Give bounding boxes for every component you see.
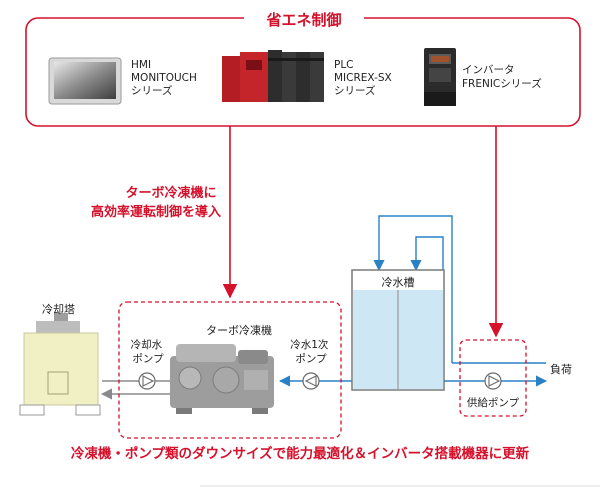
piping <box>100 215 548 400</box>
primary-pump-icon <box>302 372 320 390</box>
supply-pump-dashed-box <box>459 339 527 417</box>
cooling-tower-label: 冷却塔 <box>42 303 75 316</box>
hmi-label: HMI MONITOUCH シリーズ <box>131 59 200 97</box>
plc-label: PLC MICREX-SX シリーズ <box>334 59 395 97</box>
load-label: 負荷 <box>550 363 572 376</box>
turbo-chiller-label: ターボ冷凍機 <box>206 323 272 337</box>
inverter-label: インバータ FRENICシリーズ <box>462 64 542 90</box>
footer-text: 冷凍機・ポンプ類のダウンサイズで能力最適化＆インバータ搭載機器に更新 <box>71 445 530 462</box>
supply-pump-label: 供給ポンプ <box>467 396 520 409</box>
cold-water-tank-label: 冷水槽 <box>382 276 415 289</box>
cooling-water-pump-icon <box>138 372 156 390</box>
turbo-chiller <box>170 344 274 414</box>
cooling-tower <box>19 313 101 416</box>
chiller-annotation: ターボ冷凍機に 高効率運転制御を導入 <box>91 185 221 220</box>
cold-water-tank <box>351 269 445 391</box>
cooling-water-pump-label: 冷却水 ポンプ <box>131 338 166 365</box>
primary-pump-label: 冷水1次 ポンプ <box>290 338 332 365</box>
supply-pump-icon <box>484 372 502 390</box>
energy-saving-control-box: 省エネ制御 HMI MONITOUCH シリーズ PLC MICREX-SX シ… <box>25 8 581 127</box>
control-box-title: 省エネ制御 <box>265 11 341 29</box>
plc-device-image <box>222 50 324 102</box>
hmi-device-image <box>48 57 122 105</box>
inverter-device-image <box>424 48 456 106</box>
